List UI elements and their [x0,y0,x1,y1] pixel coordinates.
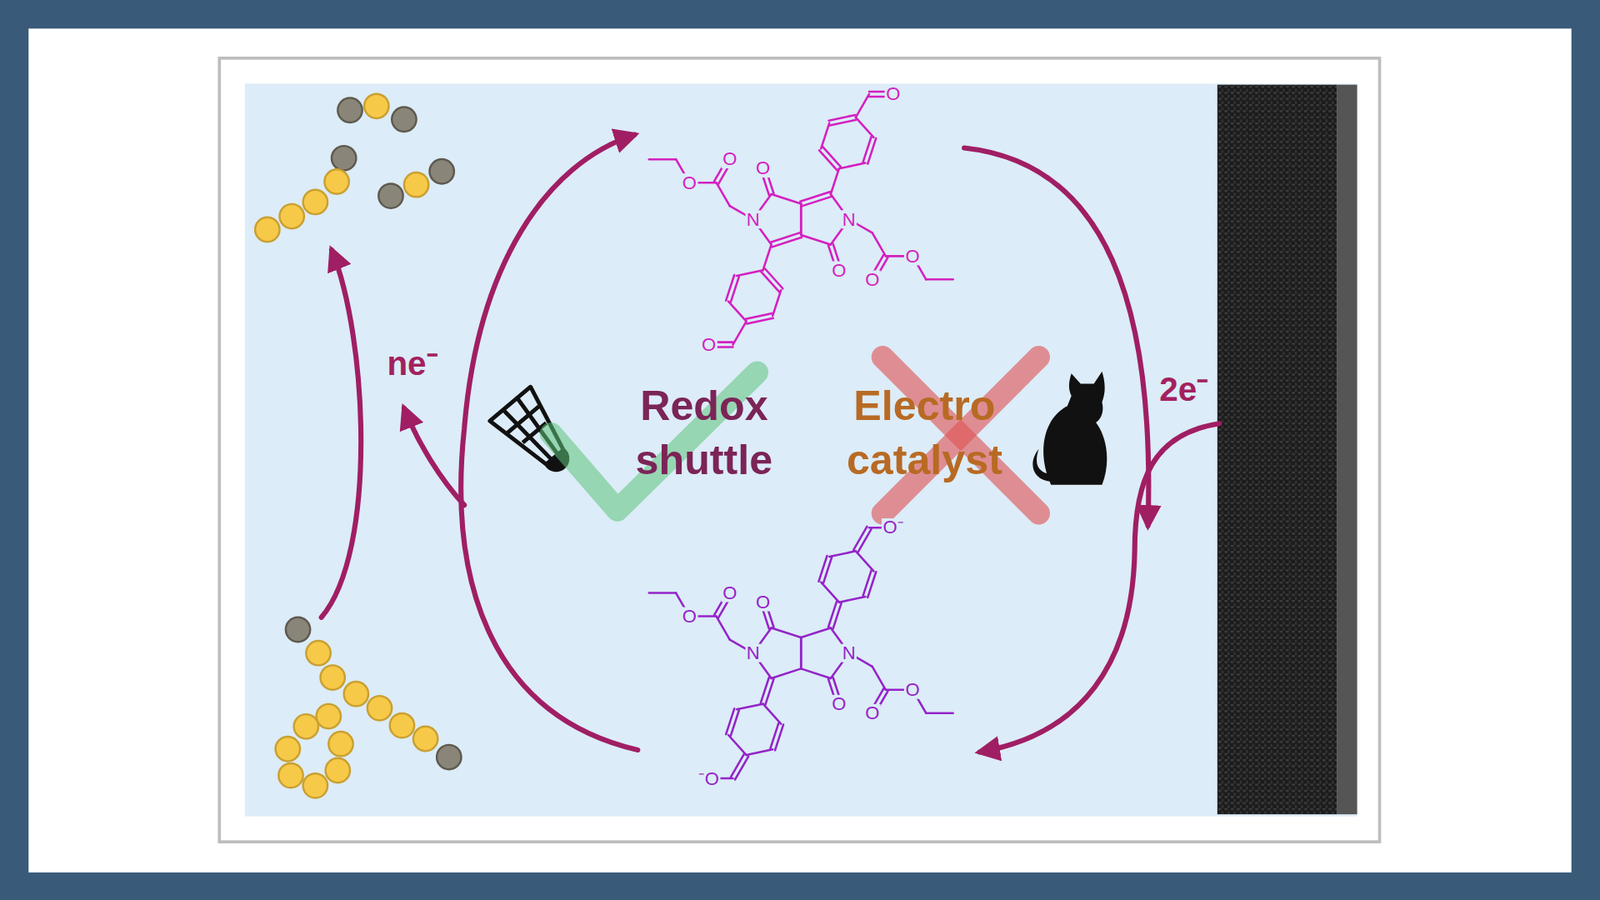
bond-line [763,704,782,725]
bond-line [800,668,831,679]
bond-line [855,94,870,118]
atom-label-o: O [864,270,881,289]
bond-line [745,313,773,320]
atom-label-o: O [680,173,698,192]
atom-label-o: O [755,159,772,178]
bond-line [830,120,857,126]
electrocatalyst-text: Electro catalyst [807,380,1043,490]
bond-line [772,237,803,248]
bond-line [771,627,802,638]
bond-line [763,245,772,271]
bond-line [770,232,801,243]
bond-line [828,601,837,628]
bond-line [772,290,781,316]
bond-line [765,679,774,705]
atom-label-o: O⁻ [881,518,905,537]
bond-line [728,735,747,755]
bond-line [800,204,803,235]
bond-line [867,138,876,165]
bond-line [800,627,831,638]
bond-line [839,163,866,170]
bond-line [800,204,803,235]
bond-line [818,555,827,582]
bond-line [819,150,838,170]
bond-line [872,666,886,690]
atom-label-o: O [721,584,739,603]
bond-line [829,550,856,557]
atom-label-o: O [755,593,772,612]
bond-line [649,591,676,595]
bond-line [725,708,735,735]
atom-label-o: O [830,260,848,280]
redox-shuttle-text: Redox shuttle [607,380,802,490]
panel [245,83,1358,816]
bond-line [649,158,676,161]
atom-label-o: O [680,607,698,626]
bond-line [735,756,749,780]
atom-label-n: N [745,644,761,663]
bond-line [716,182,730,206]
atom-label-o: O [830,695,848,714]
atom-label-o: ⁻O [697,769,720,788]
bond-line [736,270,764,276]
bond-line [771,194,802,205]
bond-line [872,232,886,256]
card [219,58,1380,842]
atom-label-o: O [904,680,921,700]
electron-label: 2e⁻ [1157,371,1210,409]
atom-label-o: O [721,150,739,169]
bond-line [801,196,832,207]
bond-line [732,321,746,345]
atom-label-n: N [841,210,857,229]
bond-line [830,168,840,195]
bond-line [925,711,953,715]
arrows [321,135,1220,753]
bond-line [765,268,784,289]
bond-line [853,526,867,550]
white-frame [28,28,1571,873]
bond-line [746,749,774,755]
bond-line [728,301,747,322]
polysulfides [255,94,461,799]
bond-line [839,596,866,603]
atom-label-n: N [745,210,761,229]
branch-arrow [404,408,465,505]
atom-label-o: O [904,246,921,265]
atom-label-n: N [841,644,857,663]
atom-label-o: O [885,85,902,104]
bond-line [775,725,784,751]
electrode [1217,85,1337,815]
bond-line [736,704,764,710]
bond-line [716,616,730,640]
bond-line [800,637,803,669]
bond-line [800,191,830,202]
bond-line [725,275,735,301]
bond-line [820,582,840,603]
molecule-structure [649,526,954,780]
bond-line [820,123,830,150]
electrode-edge [1336,85,1357,815]
bond-line [855,117,875,138]
bond-line [746,318,774,325]
bond-line [925,278,953,281]
bond-line [867,571,876,598]
bond-line [800,235,831,245]
atom-label-o: O [700,335,718,355]
electron-label: ne⁻ [385,345,440,383]
cat-icon [1032,371,1107,485]
bond-line [800,637,803,669]
bond-line [829,115,856,121]
bond-line [771,668,802,679]
bond-line [855,550,875,571]
molecule-structure [649,91,954,348]
atom-label-o: O [864,704,881,723]
cross-mark [882,357,1039,514]
polysulfide-arrow [321,250,361,618]
